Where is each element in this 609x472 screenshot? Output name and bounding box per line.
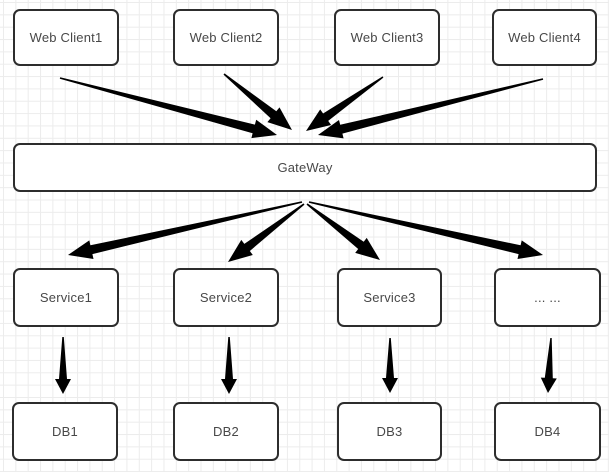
node-web-client1: Web Client1 — [13, 9, 119, 66]
node-label: DB3 — [376, 424, 403, 439]
node-label: Web Client3 — [350, 30, 424, 45]
node-label: DB4 — [534, 424, 561, 439]
node-web-client4: Web Client4 — [492, 9, 597, 66]
node-db1: DB1 — [12, 402, 118, 461]
node-label: Service2 — [199, 290, 253, 305]
node-service3: Service3 — [337, 268, 442, 327]
arrow-service2-to-db2 — [221, 337, 237, 394]
node-gateway: GateWay — [13, 143, 597, 192]
arrow-web-client2-to-gateway — [223, 73, 292, 130]
arrow-gateway-to-service3 — [306, 203, 380, 260]
arrow-gateway-to-service1 — [68, 201, 303, 259]
node-label: Web Client4 — [508, 30, 581, 45]
node-service1: Service1 — [13, 268, 119, 327]
node-web-client2: Web Client2 — [173, 9, 279, 66]
node-label: DB1 — [52, 424, 78, 439]
node-db4: DB4 — [494, 402, 601, 461]
arrow-web-client1-to-gateway — [59, 77, 277, 139]
arrow-service1-to-db1 — [55, 337, 71, 394]
node-db2: DB2 — [173, 402, 279, 461]
arrow-service4-to-db4 — [540, 338, 557, 393]
arrow-gateway-to-service4 — [308, 201, 543, 259]
node-service2: Service2 — [173, 268, 279, 327]
node-web-client3: Web Client3 — [334, 9, 440, 66]
node-service4: ... ... — [494, 268, 601, 327]
arrow-web-client4-to-gateway — [318, 78, 544, 139]
node-label: GateWay — [277, 160, 333, 175]
node-label: DB2 — [213, 424, 239, 439]
node-db3: DB3 — [337, 402, 442, 461]
node-label: Service1 — [39, 290, 93, 305]
node-label: Web Client1 — [29, 30, 103, 45]
arrow-web-client3-to-gateway — [306, 76, 384, 131]
node-label: ... ... — [534, 290, 561, 305]
arrow-service3-to-db3 — [382, 338, 398, 393]
arrow-gateway-to-service2 — [228, 203, 305, 262]
node-label: Service3 — [363, 290, 416, 305]
node-label: Web Client2 — [189, 30, 263, 45]
